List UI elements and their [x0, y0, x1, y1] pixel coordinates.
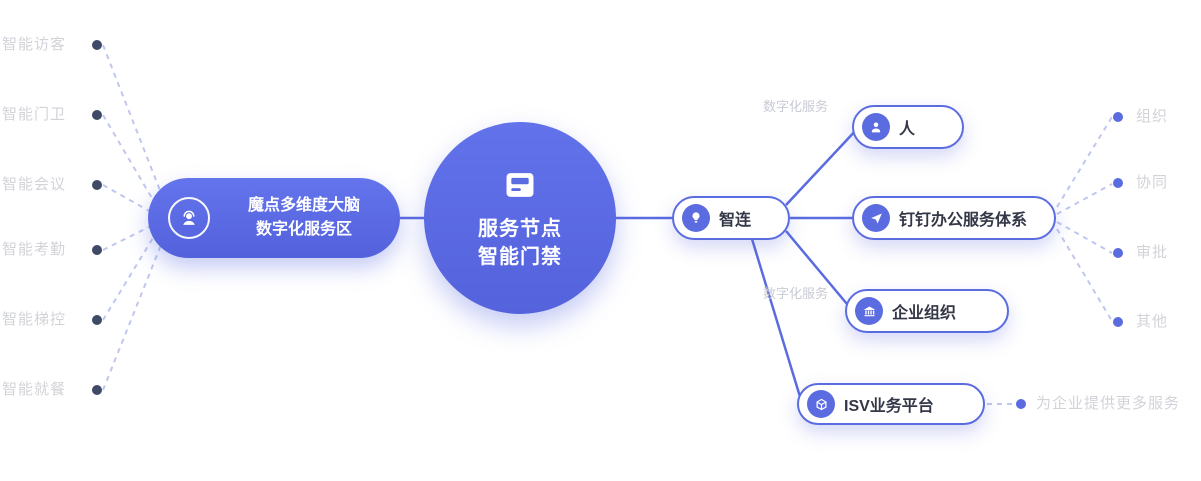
node-enterprise-org: 企业组织 [845, 289, 1009, 333]
left-item-label: 智能就餐 [2, 381, 67, 398]
dashed-connector [1056, 116, 1113, 208]
cube-icon [807, 390, 835, 418]
left-item-dot [92, 180, 102, 190]
hub-label-line2: 数字化服务区 [255, 221, 352, 238]
solid-connector [785, 127, 859, 206]
right-item-label: 审批 [1136, 244, 1169, 261]
center-node-access-control: 服务节点 智能门禁 [424, 122, 616, 314]
access-terminal-icon [501, 166, 539, 209]
left-item-label: 智能门卫 [2, 106, 67, 123]
dashed-connector [1056, 228, 1113, 322]
right-item-dot [1113, 248, 1123, 258]
hub-node-label: 魔点多维度大脑 数字化服务区 [222, 194, 400, 242]
branch-tag-digital-service-top: 数字化服务 [763, 99, 829, 114]
right-item-label: 其他 [1136, 313, 1169, 330]
dashed-connector [1056, 183, 1113, 215]
person-icon [862, 113, 890, 141]
dashed-connector [1056, 221, 1113, 254]
solid-connector [750, 238, 803, 401]
center-node-label: 服务节点 智能门禁 [478, 215, 562, 271]
dashed-connector [102, 114, 157, 206]
branch-tag-digital-service-bottom: 数字化服务 [763, 286, 829, 301]
isv-note-dot [1016, 399, 1026, 409]
dingtalk-wing-icon [862, 204, 890, 232]
solid-connector [785, 230, 853, 311]
building-icon [855, 297, 883, 325]
isv-note-label: 为企业提供更多服务 [1036, 395, 1181, 412]
lightbulb-icon [682, 204, 710, 232]
left-item-label: 智能访客 [2, 36, 67, 53]
dashed-connector [102, 184, 152, 213]
dashed-connector [102, 239, 164, 391]
hub-label-line1: 魔点多维度大脑 [247, 197, 360, 214]
node-isv-platform: ISV业务平台 [797, 383, 985, 425]
right-item-label: 协同 [1136, 174, 1169, 191]
left-item-dot [92, 110, 102, 120]
dashed-connector [102, 225, 152, 251]
hub-node-modian-brain: 魔点多维度大脑 数字化服务区 [148, 178, 400, 258]
dashed-connector [102, 232, 157, 321]
node-person: 人 [852, 105, 964, 149]
node-isv-platform-label: ISV业务平台 [844, 398, 934, 415]
node-dingtalk-label: 钉钉办公服务体系 [899, 212, 1028, 229]
center-label-line1: 服务节点 [478, 217, 562, 240]
right-item-label: 组织 [1136, 108, 1169, 125]
left-item-dot [92, 315, 102, 325]
left-item-dot [92, 385, 102, 395]
connect-node: 智连 [672, 196, 790, 240]
center-label-line2: 智能门禁 [478, 245, 562, 268]
left-item-dot [92, 245, 102, 255]
left-item-label: 智能会议 [2, 176, 67, 193]
left-item-dot [92, 40, 102, 50]
node-enterprise-org-label: 企业组织 [892, 305, 957, 322]
left-item-label: 智能考勤 [2, 241, 67, 258]
right-item-dot [1113, 178, 1123, 188]
dashed-connector [102, 44, 164, 199]
left-item-label: 智能梯控 [2, 311, 67, 328]
right-item-dot [1113, 112, 1123, 122]
headset-agent-icon [168, 197, 210, 239]
node-person-label: 人 [899, 121, 916, 138]
node-dingtalk-office-system: 钉钉办公服务体系 [852, 196, 1056, 240]
right-item-dot [1113, 317, 1123, 327]
connect-node-label: 智连 [719, 212, 752, 229]
